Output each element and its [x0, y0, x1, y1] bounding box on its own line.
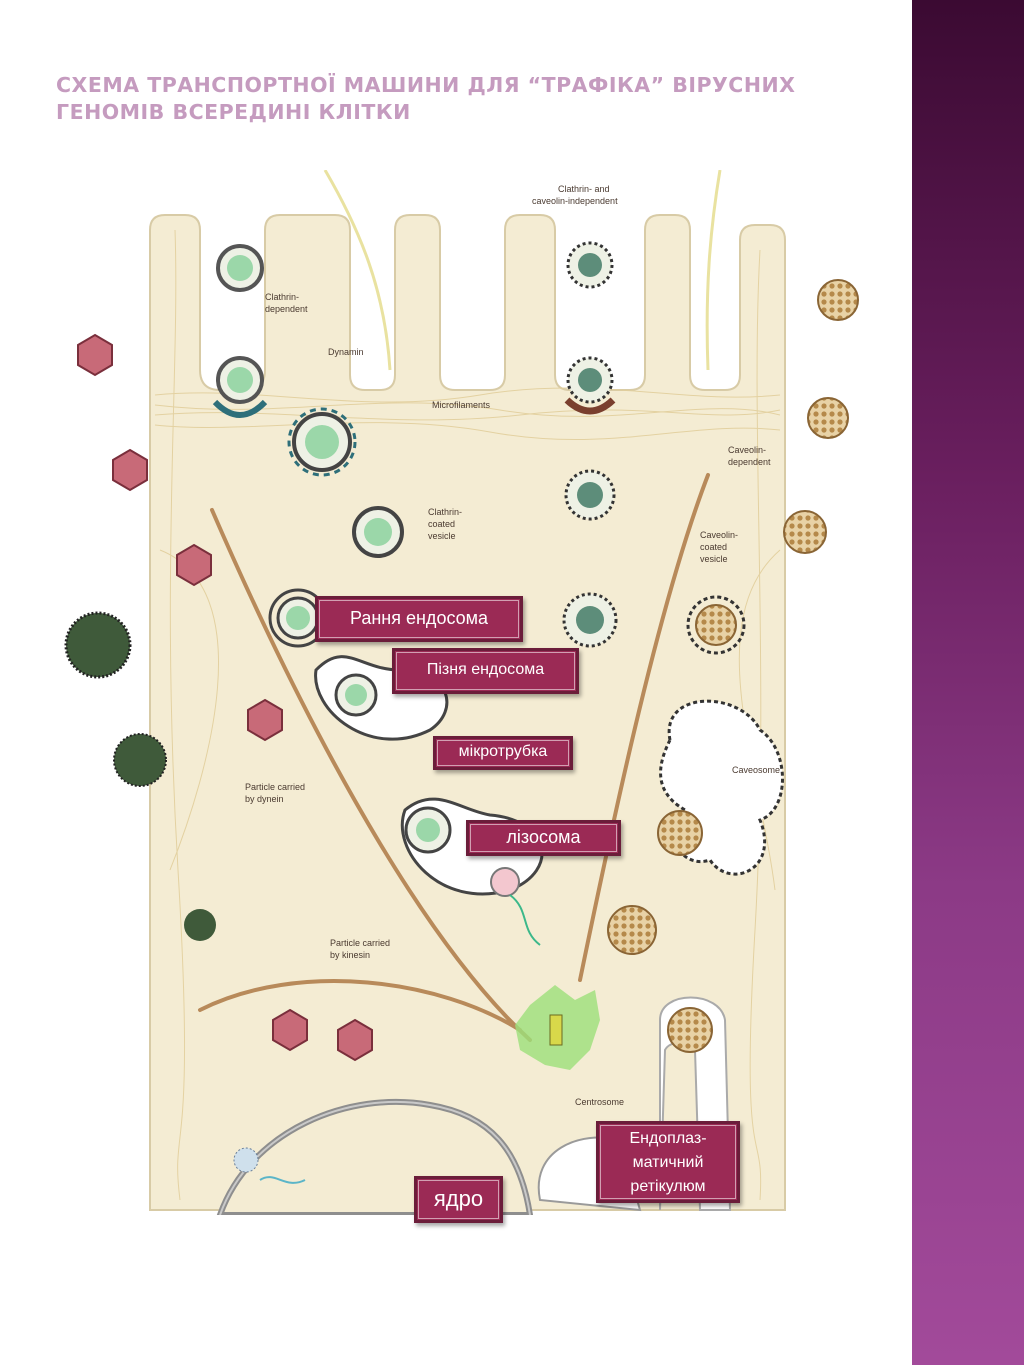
label-microtubule: мікротрубка — [433, 736, 573, 770]
label-er-line-1: Ендоплаз- — [629, 1130, 707, 1147]
pale-filaments — [323, 170, 722, 371]
slide-title: Схема транспортної машини для “трафіка” … — [56, 72, 896, 126]
svg-text:by dynein: by dynein — [245, 794, 284, 804]
svg-text:dependent: dependent — [728, 457, 771, 467]
label-nucleus: ядро — [414, 1176, 503, 1223]
label-endoplasmic-reticulum: Ендоплаз- матичний ретікулюм — [596, 1121, 740, 1203]
svg-text:Particle carried: Particle carried — [330, 938, 390, 948]
caveolin-label: Caveolin- dependent Caveolin- coated ves… — [700, 445, 780, 775]
svg-text:coated: coated — [700, 542, 727, 552]
svg-text:Caveolin-: Caveolin- — [728, 445, 766, 455]
svg-text:Caveosome: Caveosome — [732, 765, 780, 775]
svg-text:dependent: dependent — [265, 304, 308, 314]
centrosome: Centrosome — [515, 985, 624, 1107]
svg-text:vesicle: vesicle — [700, 554, 728, 564]
svg-text:Clathrin- and: Clathrin- and — [558, 184, 610, 194]
svg-text:Caveolin-: Caveolin- — [700, 530, 738, 540]
label-early-endosome: Рання ендосома — [315, 596, 523, 642]
svg-text:Particle carried: Particle carried — [245, 782, 305, 792]
svg-text:coated: coated — [428, 519, 455, 529]
label-lysosome: лізосома — [466, 820, 621, 856]
svg-text:Clathrin-: Clathrin- — [428, 507, 462, 517]
enveloped-virus — [64, 611, 216, 941]
label-nucleus-text: ядро — [433, 1186, 484, 1211]
label-er-line-2: матичний — [632, 1154, 704, 1171]
independent-label: Clathrin- and caveolin-independent Micro… — [432, 184, 618, 410]
motor-transported-viruses — [77, 333, 373, 1062]
svg-text:Clathrin-: Clathrin- — [265, 292, 299, 302]
svg-text:Dynamin: Dynamin — [328, 347, 364, 357]
slide-title-line-1: Схема транспортної машини для “трафіка” … — [56, 73, 796, 97]
svg-text:by kinesin: by kinesin — [330, 950, 370, 960]
svg-text:Centrosome: Centrosome — [575, 1097, 624, 1107]
label-late-endosome: Пізня ендосома — [392, 648, 579, 694]
label-lysosome-text: лізосома — [506, 827, 581, 847]
svg-text:caveolin-independent: caveolin-independent — [532, 196, 618, 206]
svg-text:vesicle: vesicle — [428, 531, 456, 541]
clathrin-label: Clathrin- dependent Dynamin Clathrin- co… — [265, 292, 462, 541]
slide-title-line-2: геномів всередині клітки — [56, 100, 411, 124]
label-early-endosome-text: Рання ендосома — [349, 608, 489, 628]
microfilaments — [154, 229, 781, 1201]
label-late-endosome-text: Пізня ендосома — [426, 661, 545, 678]
independent-pathway-viruses — [562, 241, 618, 648]
svg-text:Microfilaments: Microfilaments — [432, 400, 491, 410]
decorative-sidebar — [912, 0, 1024, 1365]
microtubules — [198, 473, 710, 1042]
motor-label: Particle carried by dynein Particle carr… — [245, 782, 390, 960]
label-microtubule-text: мікротрубка — [458, 743, 548, 760]
label-er-line-3: ретікулюм — [630, 1178, 706, 1195]
